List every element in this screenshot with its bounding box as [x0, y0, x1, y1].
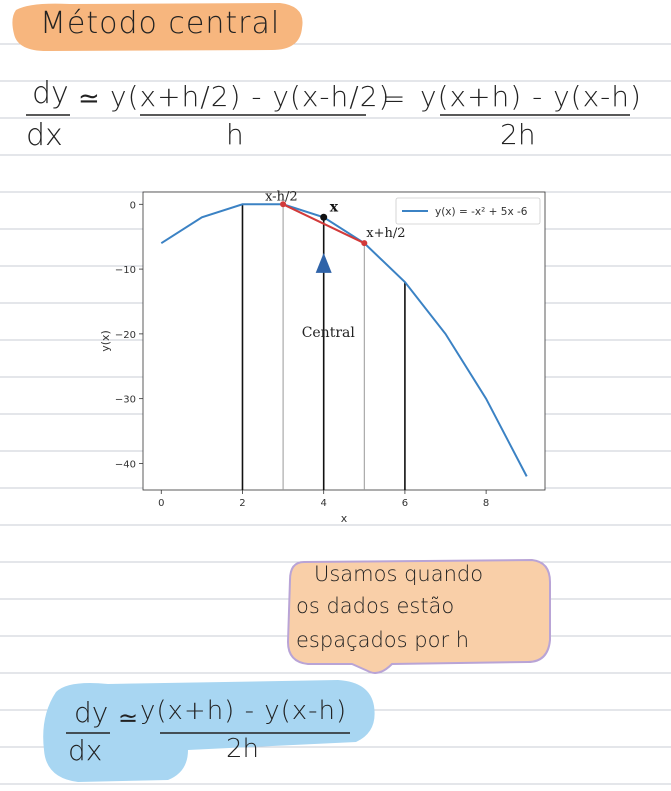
formula-mid-numerator: y(x+h/2) - y(x-h/2)	[110, 80, 391, 113]
summary-approx-sign: ≃	[118, 704, 139, 732]
label-center-x: x	[330, 199, 339, 215]
x-axis-label: x	[341, 512, 348, 525]
formula-rhs-bar	[440, 114, 630, 116]
secant-right-point	[361, 240, 368, 247]
summary-lhs-bar	[66, 732, 110, 734]
label-x-plus-half-h: x+h/2	[366, 226, 405, 241]
arrow-head	[315, 252, 332, 273]
formula-equals-sign: =	[382, 82, 406, 115]
plot-area	[142, 191, 546, 491]
central-difference-chart: 0 2 4 6 8 0 −10 −20 −30 −40 x-h/2 x+h/2 x Centra…	[99, 189, 546, 525]
bubble-line-1: Usamos quando	[314, 562, 484, 586]
y-tick-label: 0	[130, 200, 136, 211]
x-tick-label: 8	[483, 498, 489, 509]
secant-line	[282, 203, 365, 245]
page-title: Método central	[40, 6, 281, 41]
formula-lhs-denominator: dx	[26, 118, 63, 153]
summary-lhs-denominator: dx	[68, 734, 103, 767]
x-tick-label: 6	[402, 498, 408, 509]
summary-rhs-denominator: 2h	[226, 734, 260, 764]
bubble-line-3: espaçados por h	[296, 628, 470, 652]
center-point	[320, 213, 328, 221]
y-tick-label: −10	[115, 265, 136, 276]
summary-rhs-numerator: y(x+h) - y(x-h)	[140, 696, 348, 726]
formula-lhs-numerator: dy	[32, 76, 69, 111]
y-tick-label: −40	[115, 459, 136, 470]
secant-left-point	[280, 201, 287, 208]
label-x-minus-half-h: x-h/2	[265, 189, 298, 204]
summary-highlight	[43, 680, 375, 782]
x-tick-label: 0	[158, 498, 164, 509]
summary-rhs-bar	[160, 732, 350, 734]
y-tick-label: −20	[115, 330, 136, 341]
formula-mid-denominator: h	[226, 118, 244, 151]
legend: y(x) = -x² + 5x -6	[395, 197, 541, 225]
label-central: Central	[302, 325, 356, 341]
formula-rhs-numerator: y(x+h) - y(x-h)	[420, 80, 642, 113]
speech-bubble	[286, 558, 551, 674]
y-tick-label: −30	[115, 395, 136, 406]
legend-label: y(x) = -x² + 5x -6	[435, 206, 528, 218]
series-line	[160, 203, 528, 477]
formula-approx-sign: ≃	[78, 84, 100, 114]
formula-rhs-denominator: 2h	[500, 118, 536, 151]
formula-lhs-bar	[26, 114, 70, 116]
formula-mid-bar	[140, 114, 366, 116]
x-tick-label: 2	[239, 498, 245, 509]
bubble-line-2: os dados estão	[296, 594, 455, 618]
title-highlight	[12, 3, 303, 52]
y-axis-label: y(x)	[99, 330, 112, 352]
summary-lhs-numerator: dy	[74, 696, 109, 729]
x-tick-label: 4	[321, 498, 327, 509]
